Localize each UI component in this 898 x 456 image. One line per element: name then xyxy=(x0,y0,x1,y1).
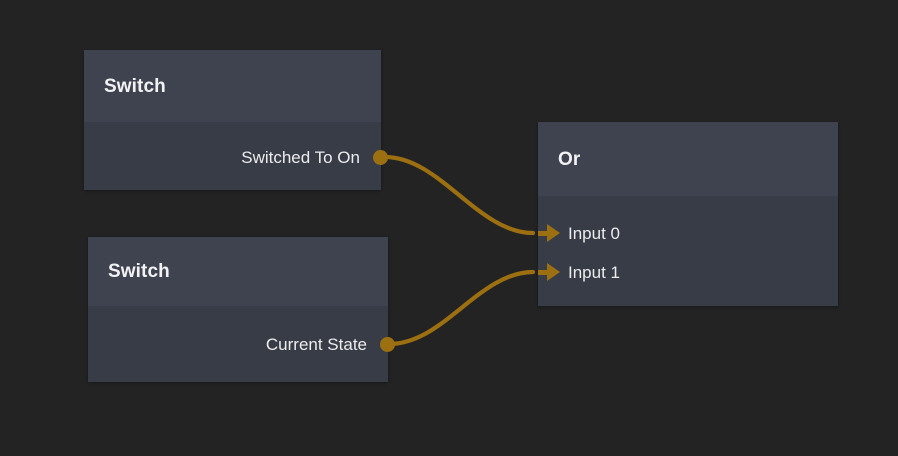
node-body: Switched To On xyxy=(84,122,388,190)
input-pin-label: Input 0 xyxy=(568,223,620,243)
input-pin-label: Input 1 xyxy=(568,262,620,282)
node-switch-2[interactable]: Switch Current State xyxy=(88,237,395,382)
input-pin-input-0[interactable]: Input 0 xyxy=(538,222,620,244)
wire-current-state-to-input-1 xyxy=(386,269,536,347)
node-body: Input 0 Input 1 xyxy=(538,196,838,306)
output-pin-label: Current State xyxy=(265,334,367,354)
node-title: Or xyxy=(558,148,581,170)
node-or[interactable]: Or Input 0 Input 1 xyxy=(538,122,838,306)
output-pin-switched-to-on[interactable]: Switched To On xyxy=(241,146,388,168)
output-pin-circle-icon[interactable] xyxy=(380,336,395,352)
node-title: Switch xyxy=(104,75,166,97)
node-header[interactable]: Switch xyxy=(84,50,381,122)
output-pin-label: Switched To On xyxy=(241,147,360,167)
node-title: Switch xyxy=(108,261,170,282)
node-switch-1[interactable]: Switch Switched To On xyxy=(84,50,388,190)
output-pin-current-state[interactable]: Current State xyxy=(265,333,395,355)
wire-switched-to-on-to-input-0 xyxy=(382,154,536,236)
node-body: Current State xyxy=(88,306,395,382)
input-pin-input-1[interactable]: Input 1 xyxy=(538,261,620,283)
input-pin-arrow-icon[interactable] xyxy=(538,263,560,281)
node-header[interactable]: Switch xyxy=(88,237,388,306)
node-header[interactable]: Or xyxy=(538,122,838,196)
input-pin-arrow-icon[interactable] xyxy=(538,224,560,242)
output-pin-circle-icon[interactable] xyxy=(373,149,388,165)
